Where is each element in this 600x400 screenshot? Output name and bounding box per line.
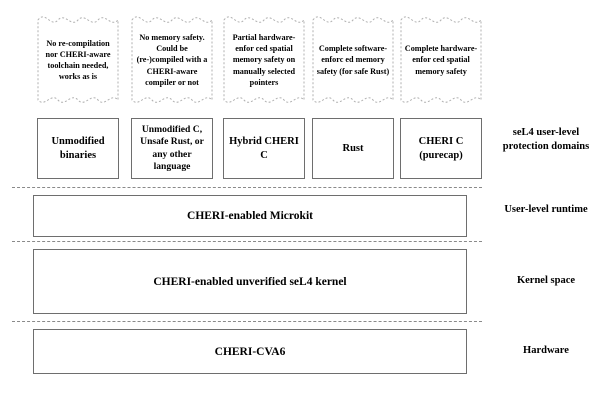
note-shape-icon [37, 16, 119, 103]
note-shape-icon [131, 16, 213, 103]
side-label-kernel-space: Kernel space [516, 275, 576, 286]
domain-box-cheri-c-purecap: CHERI C (purecap) [400, 118, 482, 179]
layer-box-kernel: CHERI-enabled unverified seL4 kernel [33, 249, 467, 314]
domain-box-hybrid-cheri-c: Hybrid CHERI C [223, 118, 305, 179]
note-cheri-c-purecap: Complete hardware-enfor ced spatial memo… [400, 8, 482, 112]
layer-box-runtime: CHERI-enabled Microkit [33, 195, 467, 237]
domain-box-rust: Rust [312, 118, 394, 179]
note-text: Partial hardware-enfor ced spatial memor… [232, 33, 296, 87]
domain-box-unmodified-c: Unmodified C, Unsafe Rust, or any other … [131, 118, 213, 179]
note-shape-icon [223, 16, 305, 103]
separator-user-domains-runtime [12, 187, 482, 188]
note-text: No memory safety. Could be (re-)compiled… [136, 33, 208, 87]
side-label-user-level-runtime: User-level runtime [504, 204, 588, 215]
note-text: Complete hardware-enfor ced spatial memo… [404, 44, 478, 76]
side-label-protection-domains: seL4 user-level protection domains [502, 127, 590, 153]
note-text: Complete software-enforc ed memory safet… [316, 44, 390, 76]
note-shape-icon [400, 16, 482, 103]
note-rust: Complete software-enforc ed memory safet… [312, 8, 394, 112]
note-shape-icon [312, 16, 394, 103]
separator-kernel-hardware [12, 321, 482, 322]
note-text: No re-compilation nor CHERI-aware toolch… [45, 38, 111, 82]
note-hybrid-cheri-c: Partial hardware-enfor ced spatial memor… [223, 8, 305, 112]
note-unmodified-c: No memory safety. Could be (re-)compiled… [131, 8, 213, 112]
note-unmodified-binaries: No re-compilation nor CHERI-aware toolch… [37, 8, 119, 112]
domain-box-unmodified-binaries: Unmodified binaries [37, 118, 119, 179]
side-label-hardware: Hardware [523, 345, 569, 356]
separator-runtime-kernel [12, 241, 482, 242]
layer-box-hardware: CHERI-CVA6 [33, 329, 467, 374]
